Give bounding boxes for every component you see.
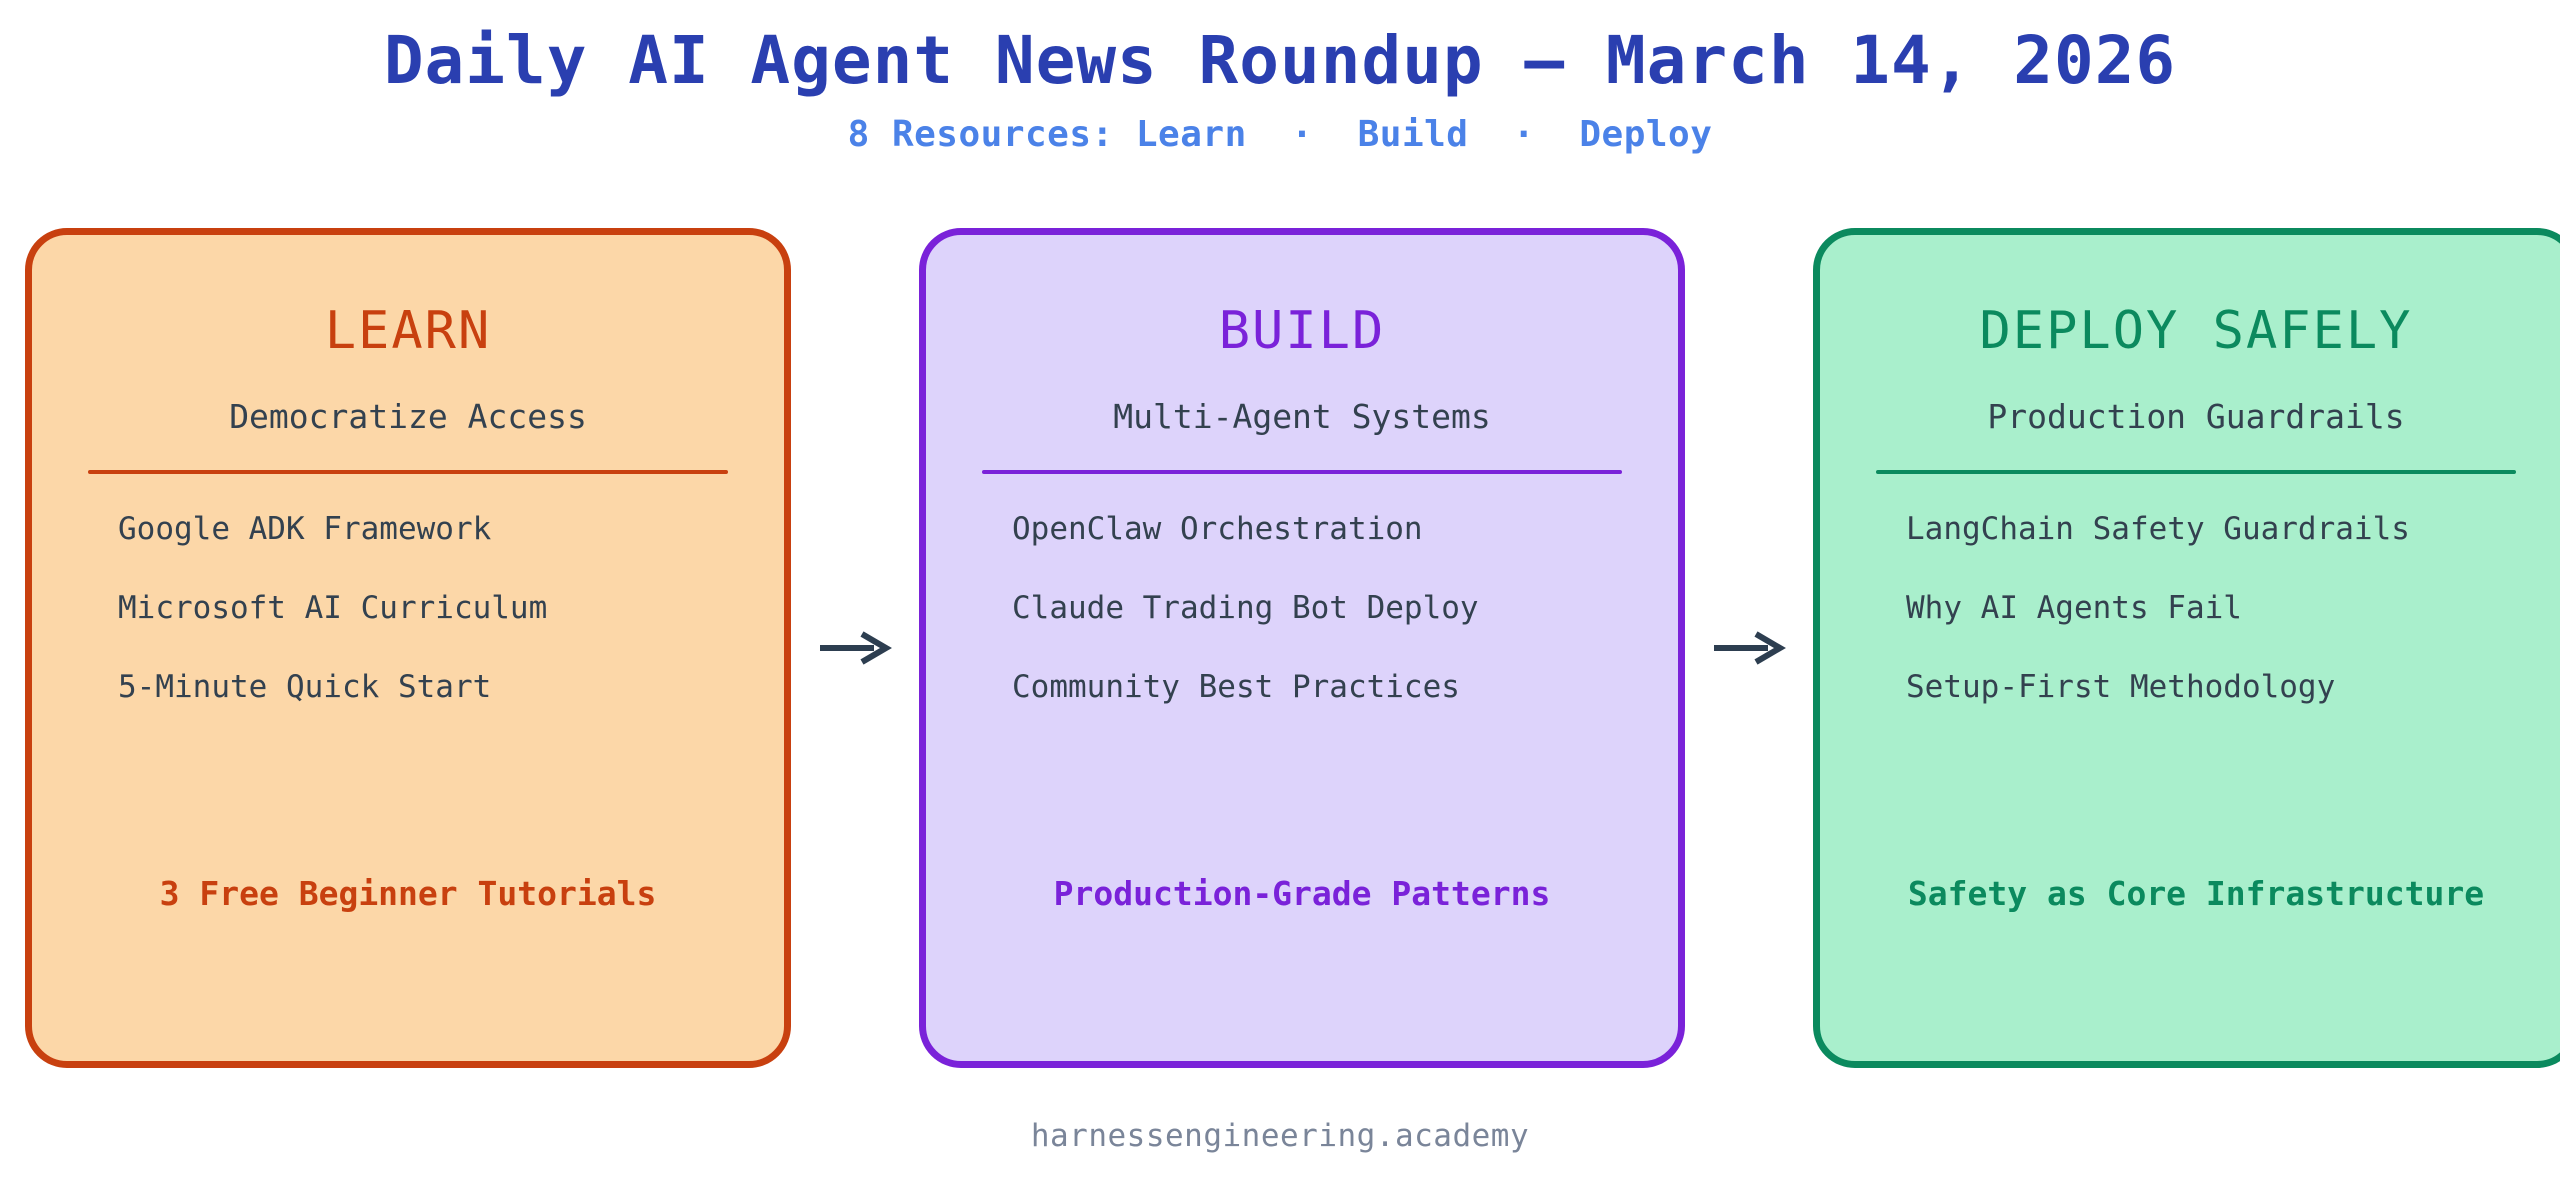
list-item[interactable]: Microsoft AI Curriculum [118,590,548,626]
card-build[interactable]: BUILD Multi-Agent Systems OpenClaw Orche… [919,228,1685,1068]
card-learn-title: LEARN [324,301,492,361]
card-build-footer: Production-Grade Patterns [1053,874,1551,913]
list-item[interactable]: 5-Minute Quick Start [118,669,492,705]
page-title: Daily AI Agent News Roundup — March 14, … [383,22,2177,99]
card-learn-item-list: Google ADK Framework Microsoft AI Curric… [66,514,750,703]
card-build-title: BUILD [1218,301,1386,361]
card-learn[interactable]: LEARN Democratize Access Google ADK Fram… [25,228,791,1068]
list-item[interactable]: Community Best Practices [1012,669,1460,705]
attribution-url: harnessengineering.academy [1030,1118,1530,1154]
list-item[interactable]: Why AI Agents Fail [1906,590,2242,626]
card-deploy-item-list: LangChain Safety Guardrails Why AI Agent… [1854,514,2538,703]
card-build-divider [982,470,1622,474]
page-subtitle: 8 Resources: Learn · Build · Deploy [847,113,1713,155]
card-deploy-footer: Safety as Core Infrastructure [1907,874,2485,913]
card-deploy-subtitle: Production Guardrails [1987,397,2405,436]
arrow-learn-to-build [791,228,919,1068]
card-deploy[interactable]: DEPLOY SAFELY Production Guardrails Lang… [1813,228,2560,1068]
list-item[interactable]: OpenClaw Orchestration [1012,511,1423,547]
list-item[interactable]: Claude Trading Bot Deploy [1012,590,1479,626]
card-learn-divider [88,470,728,474]
card-deploy-title: DEPLOY SAFELY [1979,301,2413,361]
arrow-build-to-deploy [1685,228,1813,1068]
card-build-item-list: OpenClaw Orchestration Claude Trading Bo… [960,514,1644,703]
list-item[interactable]: Setup-First Methodology [1906,669,2336,705]
pipeline-board: LEARN Democratize Access Google ADK Fram… [25,228,2560,1068]
card-deploy-divider [1876,470,2516,474]
list-item[interactable]: Google ADK Framework [118,511,492,547]
card-build-subtitle: Multi-Agent Systems [1113,397,1491,436]
list-item[interactable]: LangChain Safety Guardrails [1906,511,2410,547]
header: Daily AI Agent News Roundup — March 14, … [0,0,2560,155]
card-learn-footer: 3 Free Beginner Tutorials [159,874,657,913]
card-learn-subtitle: Democratize Access [229,397,587,436]
